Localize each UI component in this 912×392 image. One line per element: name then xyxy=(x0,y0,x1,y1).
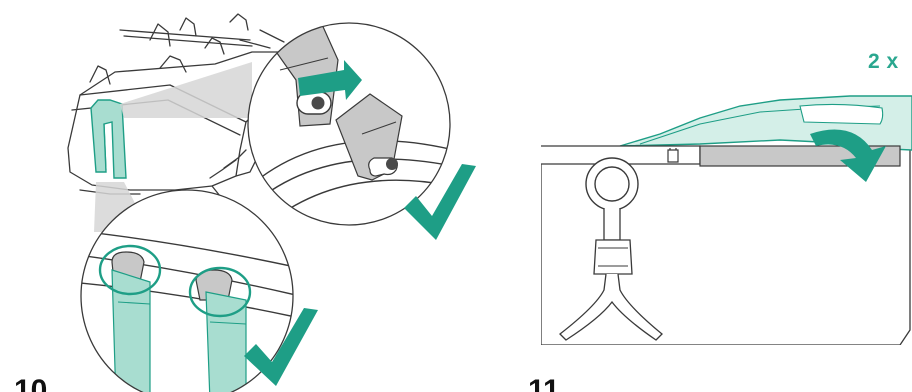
step-11-panel xyxy=(541,96,912,345)
zoom-circle-top xyxy=(248,20,470,225)
repeat-count-label: 2 x xyxy=(868,50,899,74)
step-number-11: 11 xyxy=(528,376,560,392)
step-number-10: 10 xyxy=(14,376,47,392)
side-strap xyxy=(91,100,126,178)
